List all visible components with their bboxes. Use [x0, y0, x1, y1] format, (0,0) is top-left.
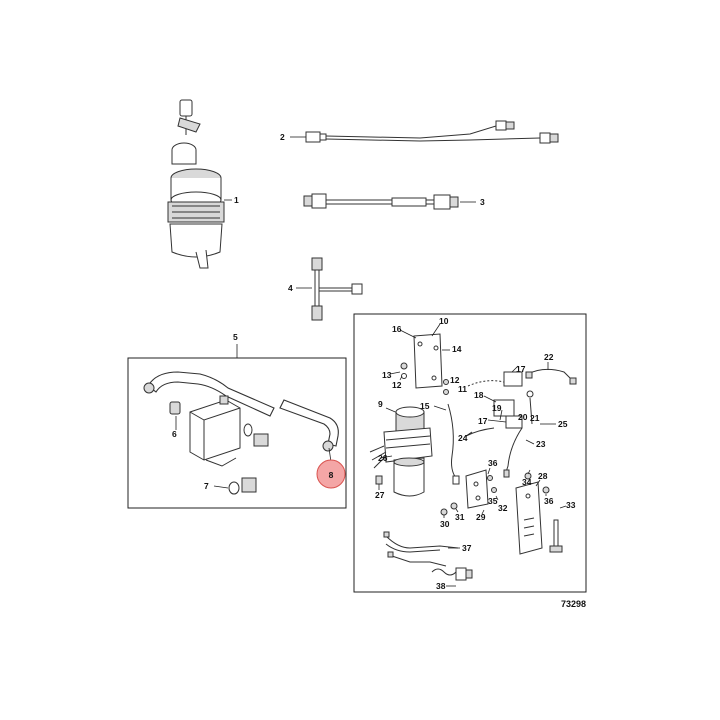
- callout-3: 3: [480, 197, 485, 207]
- harness-37: [383, 531, 460, 567]
- callout-8[interactable]: 8: [329, 470, 334, 480]
- callout-5: 5: [233, 332, 238, 342]
- bolt-33: [549, 505, 567, 553]
- wire-15: [433, 403, 460, 485]
- callout-24: 24: [458, 433, 468, 443]
- callout-32: 32: [498, 503, 508, 513]
- callout-31: 31: [455, 512, 465, 522]
- callout-14: 14: [452, 344, 462, 354]
- callout-9: 9: [378, 399, 383, 409]
- callout-19: 19: [492, 403, 502, 413]
- callout-28: 28: [538, 471, 548, 481]
- callout-6: 6: [172, 429, 177, 439]
- harness-2: [290, 120, 559, 144]
- callout-33: 33: [566, 500, 576, 510]
- washers-34-36: [524, 469, 550, 496]
- callout-29: 29: [476, 512, 486, 522]
- callout-1: 1: [234, 195, 239, 205]
- callout-35: 35: [488, 496, 498, 506]
- callout-17a: 17: [516, 364, 526, 374]
- callout-2: 2: [280, 132, 285, 142]
- callout-18: 18: [474, 390, 484, 400]
- callout-16: 16: [392, 324, 402, 334]
- harness-38: [431, 567, 473, 587]
- callout-8-highlight[interactable]: [316, 459, 346, 489]
- callout-17b: 17: [478, 416, 488, 426]
- callout-7: 7: [204, 481, 209, 491]
- relay-assembly: [467, 365, 534, 429]
- callout-26: 26: [378, 453, 388, 463]
- bracket-29: [465, 467, 499, 515]
- callout-11: 11: [458, 384, 467, 394]
- callout-20: 20: [518, 412, 528, 422]
- harness-4: [296, 257, 363, 321]
- callout-13: 13: [382, 370, 392, 380]
- callout-21: 21: [530, 413, 540, 423]
- bracket-10: [399, 323, 450, 389]
- callout-22: 22: [544, 352, 554, 362]
- callout-36a: 36: [488, 458, 498, 468]
- wires-23-25: [465, 423, 556, 478]
- fuel-filter-assembly: [167, 99, 232, 269]
- harness-3: [303, 193, 476, 210]
- callout-27: 27: [375, 490, 385, 500]
- fitting-27: [375, 475, 383, 490]
- callout-37: 37: [462, 543, 472, 553]
- fasteners-30-31: [440, 502, 459, 518]
- callout-34: 34: [522, 477, 532, 487]
- fasteners-11-13: [389, 362, 449, 395]
- callout-15: 15: [420, 401, 430, 411]
- callout-12a: 12: [392, 380, 402, 390]
- callout-30: 30: [440, 519, 450, 529]
- callout-10: 10: [439, 316, 449, 326]
- callout-38: 38: [436, 581, 446, 591]
- trim-pump-frame: [353, 313, 587, 593]
- callout-23: 23: [536, 439, 546, 449]
- fuel-module-6: [169, 395, 241, 467]
- callout-36b: 36: [544, 496, 554, 506]
- wire-22: [525, 362, 577, 385]
- fuel-hose-assembly: [143, 371, 339, 452]
- diagram-number: 73298: [561, 599, 586, 609]
- trim-pump-9: [369, 406, 433, 497]
- callout-12b: 12: [450, 375, 460, 385]
- plate-28: [515, 479, 543, 555]
- fitting-set-7: [213, 423, 269, 495]
- callout-4: 4: [288, 283, 293, 293]
- callout-25: 25: [558, 419, 568, 429]
